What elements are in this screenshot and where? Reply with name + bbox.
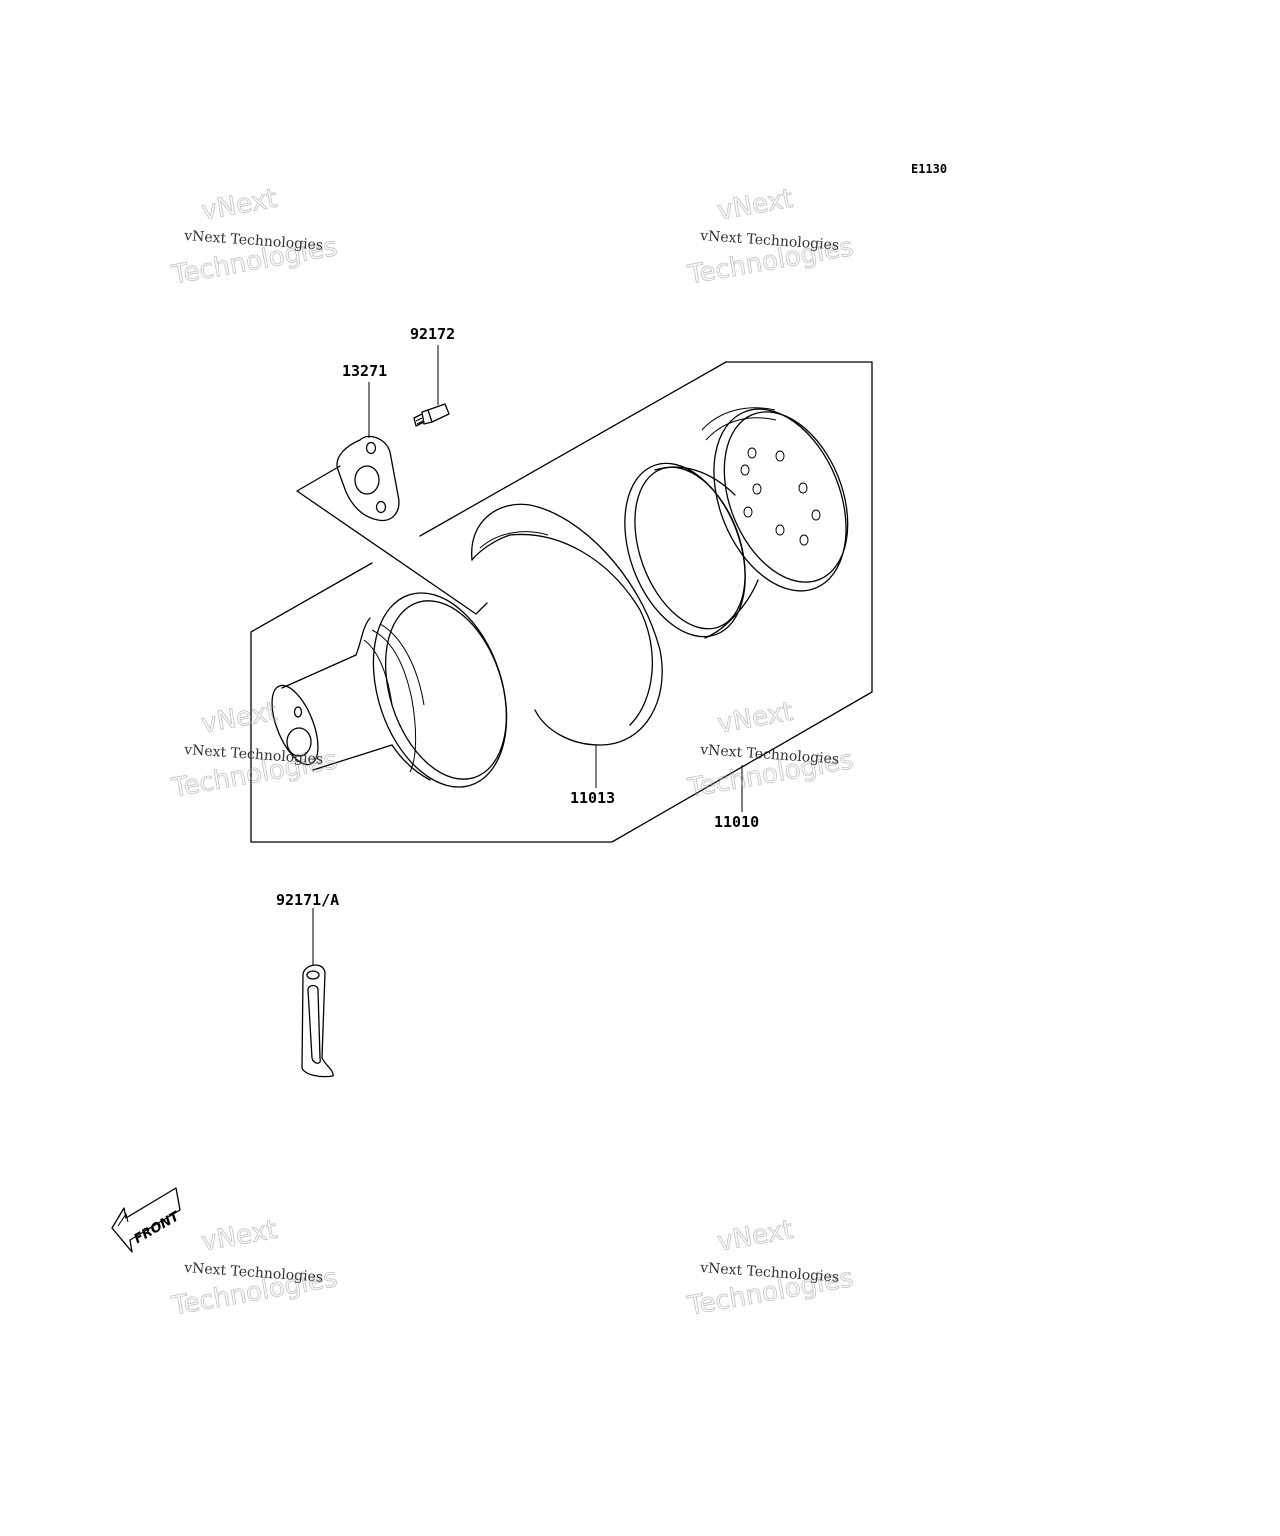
front-label: FRONT: [132, 1209, 184, 1247]
label-11013: 11013: [570, 789, 615, 807]
svg-text:vNext: vNext: [199, 184, 279, 227]
main-body: [271, 592, 508, 788]
leader-lines: [312, 345, 743, 965]
front-arrow-icon: FRONT: [111, 1187, 184, 1253]
gasket-13271: [296, 435, 488, 615]
svg-text:vNext: vNext: [715, 697, 795, 740]
label-13271: 13271: [342, 362, 387, 380]
end-cap: [701, 407, 849, 592]
diagram-code: E1130: [911, 162, 947, 176]
bolt-92172: [413, 403, 450, 427]
svg-text:vNext: vNext: [199, 697, 279, 740]
label-11010: 11010: [714, 813, 759, 831]
label-92172: 92172: [410, 325, 455, 343]
svg-text:vNext: vNext: [715, 1215, 795, 1258]
ring: [624, 462, 759, 639]
assembly-boundary: [250, 361, 873, 843]
svg-text:vNext: vNext: [715, 184, 795, 227]
bracket-92171A: [301, 964, 334, 1078]
label-92171A: 92171/A: [276, 891, 339, 909]
svg-text:vNext: vNext: [199, 1215, 279, 1258]
cone-11013: [471, 503, 663, 746]
